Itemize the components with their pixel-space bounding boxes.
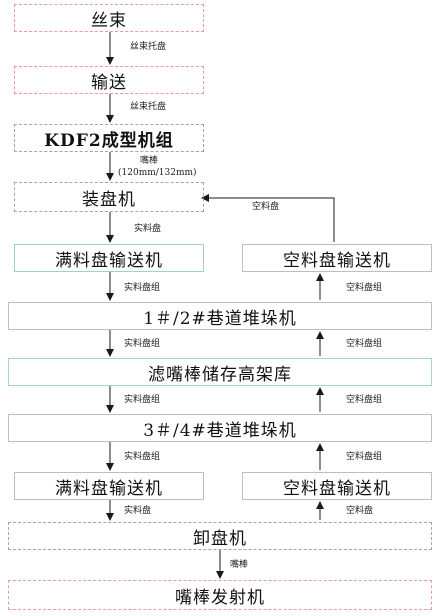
node-rod-launcher: 嘴棒发射机 — [8, 580, 432, 610]
label-full-tray-group-1: 实料盘组 — [124, 283, 161, 293]
arrow-empty-conveyor-to-loader — [201, 194, 335, 242]
label-rod-bottom: 嘴棒 — [230, 560, 249, 570]
label-rod-size: (120mm/132mm) — [118, 168, 197, 178]
label-rod: 嘴棒 — [140, 156, 159, 166]
node-full-tray-conveyor-top: 满料盘输送机 — [14, 244, 204, 272]
label-tow-tray-2: 丝束托盘 — [130, 102, 167, 112]
node-full-tray-conveyor-bottom: 满料盘输送机 — [14, 472, 204, 500]
node-convey: 输送 — [14, 66, 204, 94]
label-empty-tray-group-1: 空料盘组 — [346, 283, 383, 293]
node-tray-loader: 装盘机 — [14, 182, 204, 212]
node-tray-unloader: 卸盘机 — [8, 522, 432, 550]
label-full-tray-2: 实料盘 — [124, 506, 152, 516]
node-empty-tray-conveyor-top: 空料盘输送机 — [242, 244, 432, 272]
label-full-tray-group-4: 实料盘组 — [124, 452, 161, 462]
node-stacker-1-2: 1＃/2#巷道堆垛机 — [8, 302, 432, 330]
label-empty-tray-group-3: 空料盘组 — [346, 395, 383, 405]
label-empty-tray-bottom: 空料盘 — [346, 506, 374, 516]
node-filter-rod-warehouse: 滤嘴棒储存高架库 — [8, 358, 432, 386]
label-full-tray-group-2: 实料盘组 — [124, 339, 161, 349]
label-tow-tray-1: 丝束托盘 — [130, 42, 167, 52]
label-empty-tray-return: 空料盘 — [252, 202, 280, 212]
node-empty-tray-conveyor-bottom: 空料盘输送机 — [242, 472, 432, 500]
label-full-tray-1: 实料盘 — [134, 224, 162, 234]
node-stacker-3-4: 3＃/4#巷道堆垛机 — [8, 414, 432, 442]
label-empty-tray-group-2: 空料盘组 — [346, 339, 383, 349]
label-empty-tray-group-4: 空料盘组 — [346, 452, 383, 462]
node-kdf2-unit: KDF2成型机组 — [14, 124, 204, 152]
node-tow: 丝束 — [14, 4, 204, 32]
label-full-tray-group-3: 实料盘组 — [124, 395, 161, 405]
